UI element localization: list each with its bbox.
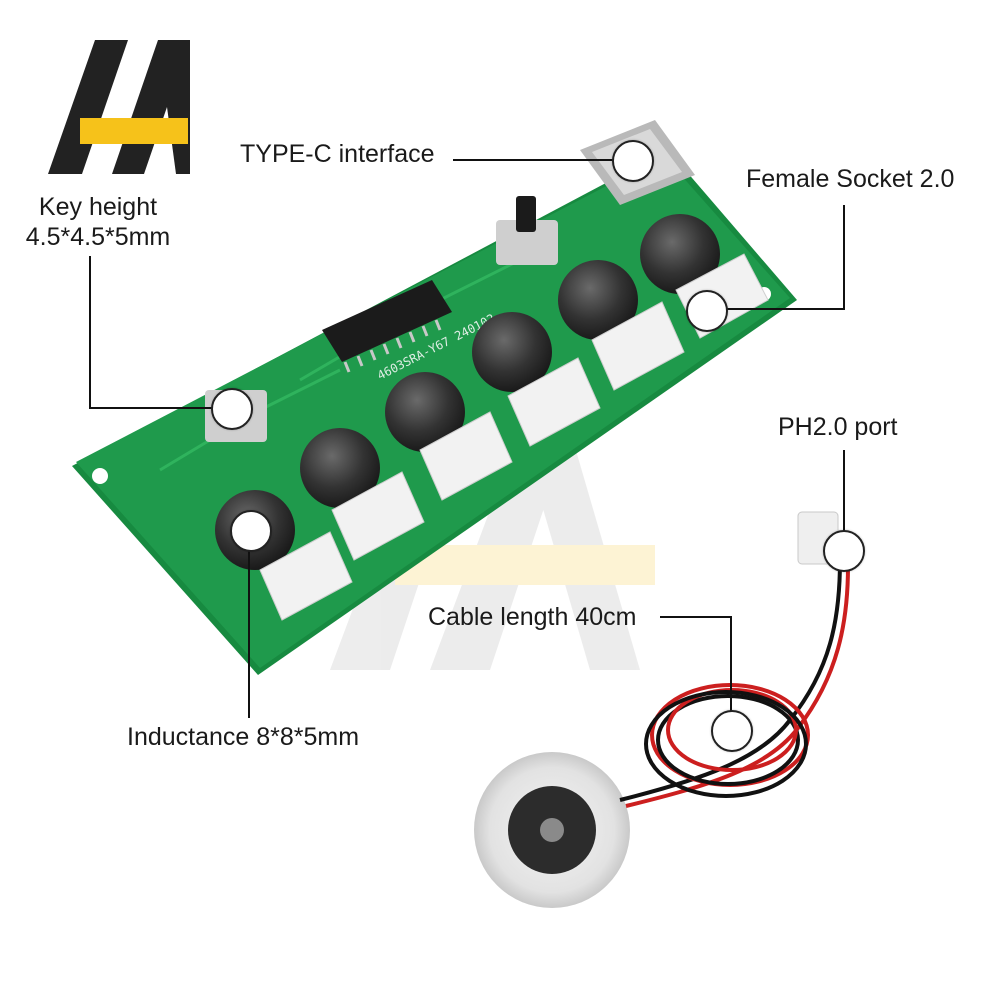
leader-cable-v bbox=[730, 616, 732, 712]
leader-socket-h bbox=[724, 308, 845, 310]
leader-ph bbox=[843, 450, 845, 532]
label-cable: Cable length 40cm bbox=[428, 603, 637, 631]
tact-switch bbox=[496, 196, 558, 265]
label-key-size: 4.5*4.5*5mm bbox=[25, 223, 171, 251]
brand-logo-icon bbox=[48, 40, 190, 174]
label-typec: TYPE-C interface bbox=[240, 140, 435, 168]
leader-typec bbox=[453, 159, 629, 161]
marker-key bbox=[211, 388, 253, 430]
label-key-height: Key height bbox=[38, 193, 158, 221]
label-ph: PH2.0 port bbox=[778, 413, 898, 441]
marker-typec bbox=[612, 140, 654, 182]
leader-key-h bbox=[89, 407, 213, 409]
leader-cable-h bbox=[660, 616, 732, 618]
label-socket: Female Socket 2.0 bbox=[746, 165, 955, 193]
marker-socket bbox=[686, 290, 728, 332]
leader-socket-v bbox=[843, 205, 845, 309]
cable bbox=[619, 559, 850, 808]
marker-cable bbox=[711, 710, 753, 752]
marker-inductance bbox=[230, 510, 272, 552]
atomizer-disc bbox=[474, 752, 630, 908]
leader-key-v bbox=[89, 256, 91, 409]
label-inductance: Inductance 8*8*5mm bbox=[127, 723, 360, 751]
leader-inductance bbox=[248, 546, 250, 718]
inductor-coils bbox=[215, 214, 720, 570]
ic-chip bbox=[322, 280, 452, 373]
marker-ph bbox=[823, 530, 865, 572]
